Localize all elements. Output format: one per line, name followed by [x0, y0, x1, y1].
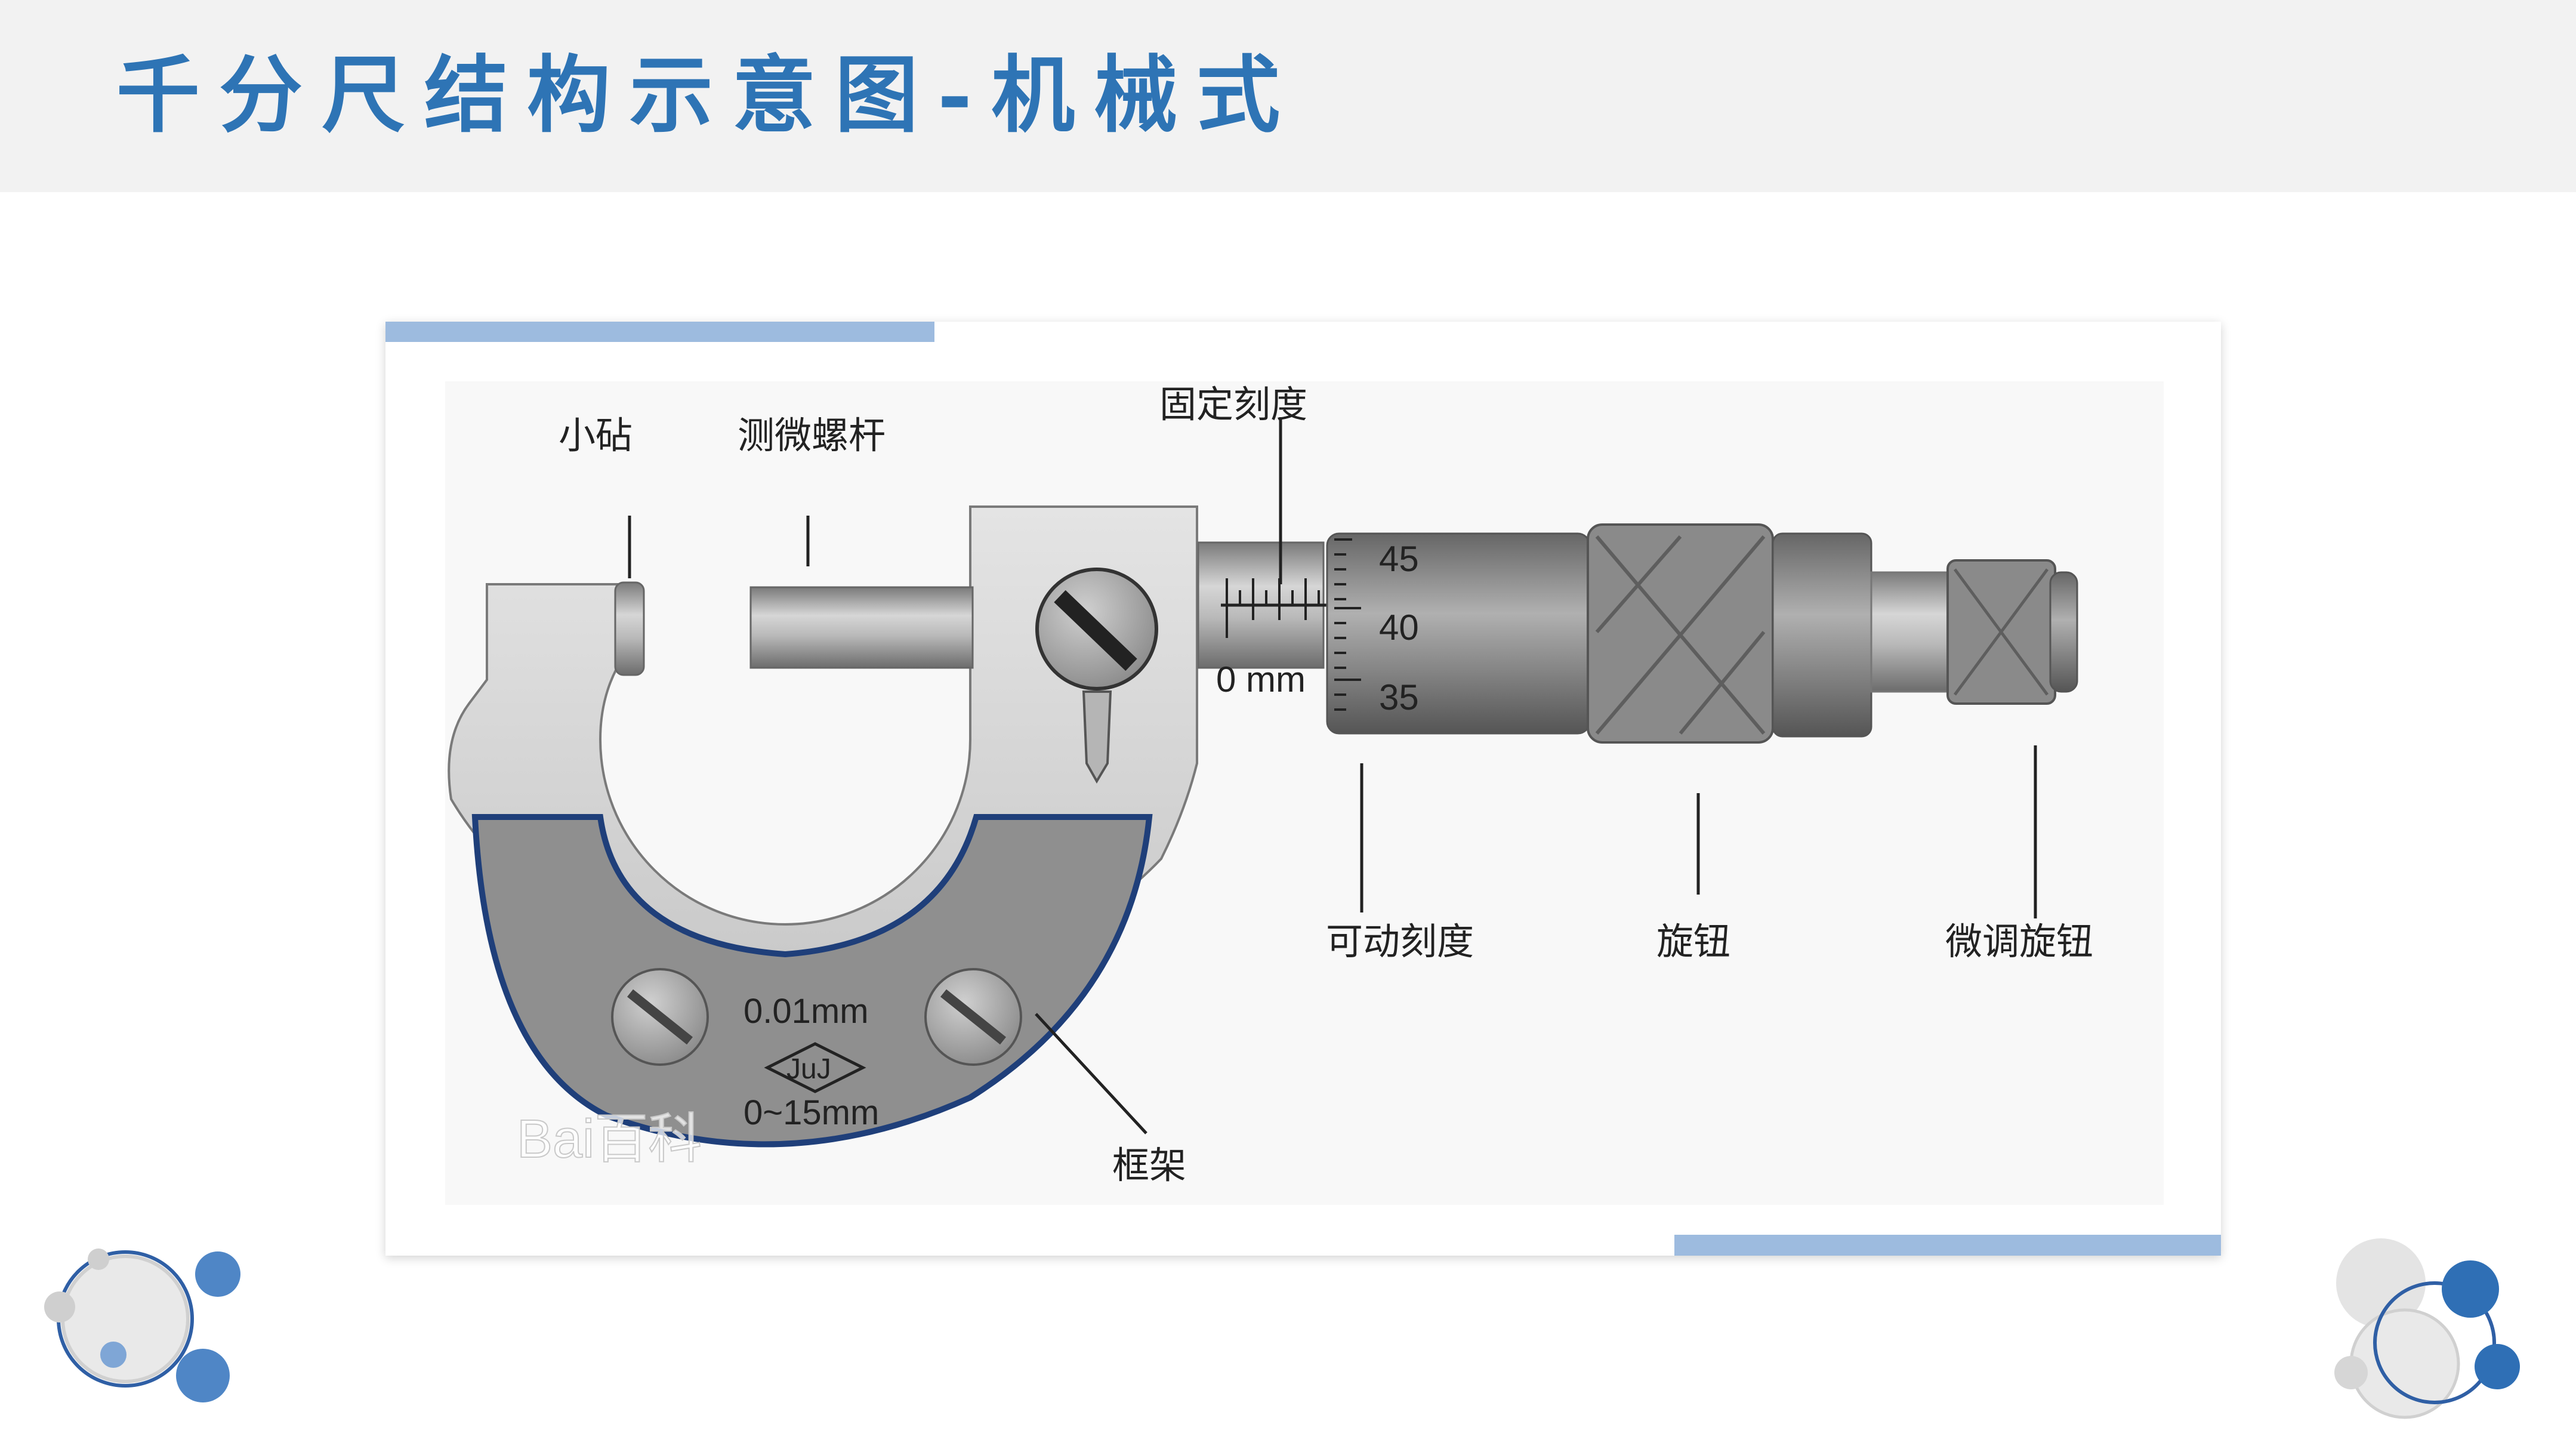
label-sleeve-scale: 固定刻度 [1159, 383, 1307, 426]
decorative-bubbles-left [44, 1248, 240, 1402]
label-ratchet: 微调旋钮 [1945, 920, 2093, 963]
accent-bar-top [385, 322, 934, 342]
decorative-bubbles-right [2334, 1238, 2520, 1419]
accent-bar-bottom [1674, 1235, 2221, 1256]
frame-logo-text: JuJ [786, 1053, 831, 1085]
thimble-number-45: 45 [1379, 539, 1419, 579]
label-spindle: 测微螺杆 [738, 414, 886, 457]
page-title: 千分尺结构示意图-机械式 [116, 47, 1300, 144]
thimble-ticks [1334, 538, 1361, 711]
watermark: Bai百科 [517, 1109, 702, 1169]
thimble-number-40: 40 [1379, 608, 1419, 648]
lock-lever [1082, 690, 1112, 784]
ratchet-connector [1870, 571, 1950, 693]
spindle [749, 586, 974, 669]
rear-barrel [1772, 532, 1872, 738]
title-banner [0, 0, 2576, 192]
anvil [614, 581, 645, 676]
frame-range: 0~15mm [744, 1093, 879, 1132]
label-thimble-scale: 可动刻度 [1326, 920, 1474, 963]
micrometer-diagram: 0 mm 45 40 35 0.01mm [445, 381, 2164, 1205]
thimble-number-35: 35 [1379, 677, 1419, 717]
label-anvil: 小砧 [559, 414, 633, 457]
sleeve-ticks [1226, 578, 1320, 638]
label-frame: 框架 [1112, 1143, 1186, 1187]
sleeve-unit-label: 0 mm [1216, 659, 1306, 699]
leader-lines [628, 417, 2037, 1134]
lock-screw-slot [1054, 590, 1137, 671]
knob-knurl [1595, 535, 1766, 735]
label-knob: 旋钮 [1656, 920, 1730, 963]
frame-resolution: 0.01mm [744, 992, 869, 1031]
thimble [1326, 532, 1591, 735]
leader-frame [1035, 1013, 1147, 1134]
ratchet-knurl [1953, 568, 2049, 696]
ratchet-cap [2049, 571, 2078, 693]
frame-logo: JuJ [764, 1042, 866, 1093]
